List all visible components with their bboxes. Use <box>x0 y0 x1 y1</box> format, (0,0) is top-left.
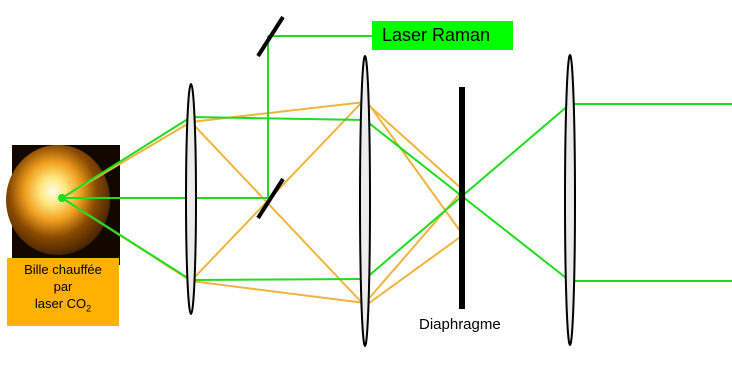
mirror-top <box>256 15 285 58</box>
collection-rays <box>61 98 464 307</box>
sample-label-line-3: laser CO2 <box>7 295 119 318</box>
sample-label-subscript: 2 <box>86 303 92 314</box>
sample-label-line-2: par <box>53 279 73 294</box>
heated-bead-glow <box>6 145 110 255</box>
lens-2 <box>359 55 371 347</box>
laser-beam-paths <box>61 35 732 282</box>
laser-raman-label: Laser Raman <box>372 21 513 50</box>
sample-label-box: Bille chauffée par laser CO2 <box>7 258 119 326</box>
lens-1 <box>185 83 197 315</box>
diaphragm-label: Diaphragme <box>419 316 501 333</box>
sample-label-co: laser CO <box>34 296 87 311</box>
lens-3 <box>564 54 576 346</box>
diaphragm-bar <box>459 87 465 309</box>
sample-label-line-1: Bille chauffée <box>24 262 102 277</box>
bead-focal-point <box>58 194 66 202</box>
mirror-bottom <box>256 177 285 220</box>
